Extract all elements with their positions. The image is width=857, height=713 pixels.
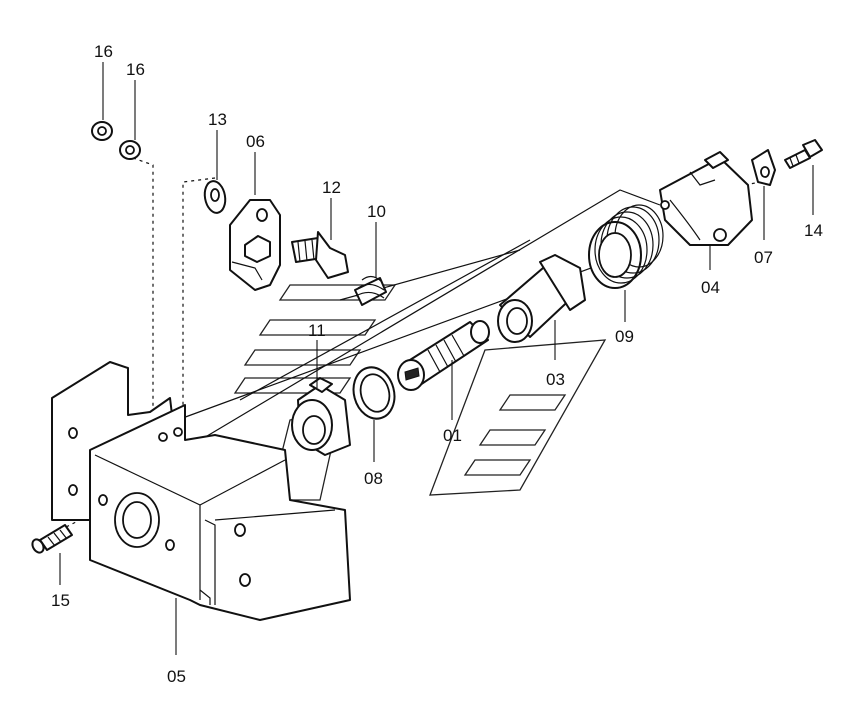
part-03-sleeve — [497, 254, 586, 343]
assembly-axis-lines — [149, 189, 661, 471]
label-16a: 16 — [94, 42, 113, 61]
part-09-coil-spring — [588, 204, 664, 289]
label-14: 14 — [804, 221, 823, 240]
part-11-collar — [291, 377, 351, 456]
part-15-screw — [31, 524, 73, 554]
label-03: 03 — [546, 370, 565, 389]
part-14-screw — [784, 139, 823, 169]
part-10-spring — [354, 275, 387, 306]
part-16-nut-b — [119, 140, 141, 160]
part-13-washer — [203, 180, 227, 214]
label-01: 01 — [443, 426, 462, 445]
label-15: 15 — [51, 591, 70, 610]
label-08: 08 — [364, 469, 383, 488]
label-06: 06 — [246, 132, 265, 151]
label-09: 09 — [615, 327, 634, 346]
part-16-nut-a — [91, 121, 113, 141]
label-04: 04 — [701, 278, 720, 297]
label-12: 12 — [322, 178, 341, 197]
part-labels: 16 16 13 06 12 10 11 08 01 03 09 04 07 1… — [51, 42, 823, 686]
label-11: 11 — [308, 321, 326, 340]
label-leaders — [59, 62, 814, 655]
part-04-housing — [659, 151, 753, 246]
part-08-ring — [352, 366, 396, 420]
part-01-shaft — [397, 320, 490, 391]
part-06-plate — [229, 199, 281, 291]
label-16b: 16 — [126, 60, 145, 79]
label-07: 07 — [754, 248, 773, 267]
part-07-tab — [751, 149, 776, 186]
label-13: 13 — [208, 110, 227, 129]
part-05-bracket — [51, 361, 351, 621]
part-12-bolt — [291, 231, 349, 279]
label-10: 10 — [367, 202, 386, 221]
label-05: 05 — [167, 667, 186, 686]
